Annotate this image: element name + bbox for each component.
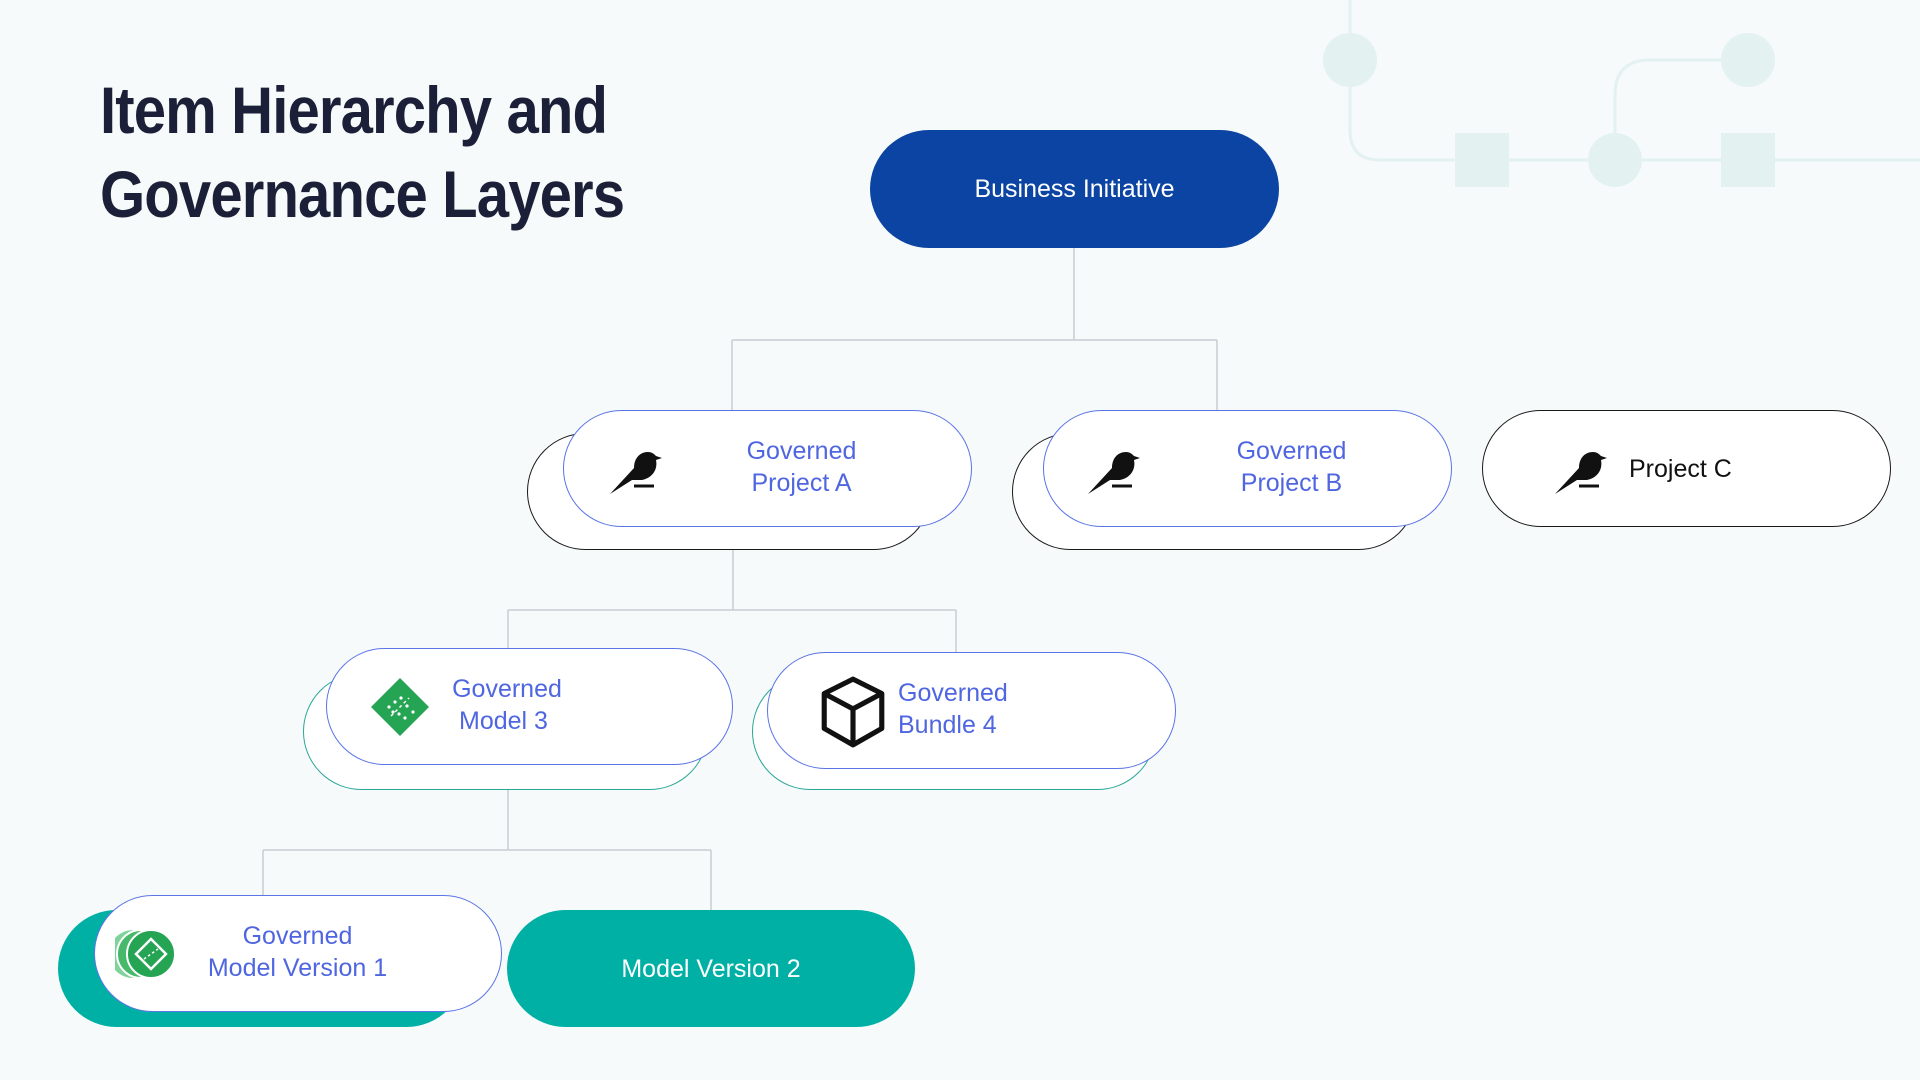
node-model-version-1[interactable]: Governed Model Version 1: [94, 895, 502, 1012]
bird-icon: [610, 452, 662, 494]
decorative-network-graphic: [1323, 0, 1920, 187]
node-model-version-1-label-line1: Governed: [242, 922, 353, 950]
node-project-a-label-line1: Governed: [746, 437, 857, 465]
node-project-a-label-line2: Project A: [751, 469, 852, 497]
node-project-b[interactable]: Governed Project B: [1043, 410, 1452, 527]
node-business-initiative-label: Business Initiative: [974, 175, 1175, 203]
model-diamond-icon: [371, 678, 429, 736]
node-project-b-label-line2: Project B: [1240, 469, 1343, 497]
node-model-3[interactable]: Governed Model 3: [326, 648, 733, 765]
node-bundle-4-label-line1: Governed: [898, 679, 1008, 707]
node-project-c[interactable]: Project C: [1482, 410, 1891, 527]
bird-icon: [1088, 452, 1140, 494]
node-model-version-2[interactable]: Model Version 2: [507, 910, 915, 1027]
hierarchy-connectors: [262, 248, 1218, 910]
node-project-a[interactable]: Governed Project A: [563, 410, 972, 527]
node-model-3-label-line1: Governed: [452, 675, 562, 703]
bird-icon: [1555, 452, 1607, 494]
node-bundle-4[interactable]: Governed Bundle 4: [767, 652, 1176, 769]
node-bundle-4-label-line2: Bundle 4: [898, 711, 997, 739]
node-project-c-label: Project C: [1629, 455, 1732, 483]
page-title-line2: Governance Layers: [100, 157, 625, 231]
page-title: Item Hierarchy and Governance Layers: [100, 68, 625, 236]
model-version-icon: [115, 929, 176, 979]
page-title-line1: Item Hierarchy and: [100, 73, 608, 147]
node-model-version-2-label: Model Version 2: [621, 954, 801, 983]
node-model-3-label-line2: Model 3: [459, 707, 548, 735]
node-project-b-label-line1: Governed: [1236, 437, 1347, 465]
node-business-initiative[interactable]: Business Initiative: [870, 130, 1279, 248]
cube-icon: [821, 676, 885, 748]
node-model-version-1-label-line2: Model Version 1: [207, 954, 388, 982]
